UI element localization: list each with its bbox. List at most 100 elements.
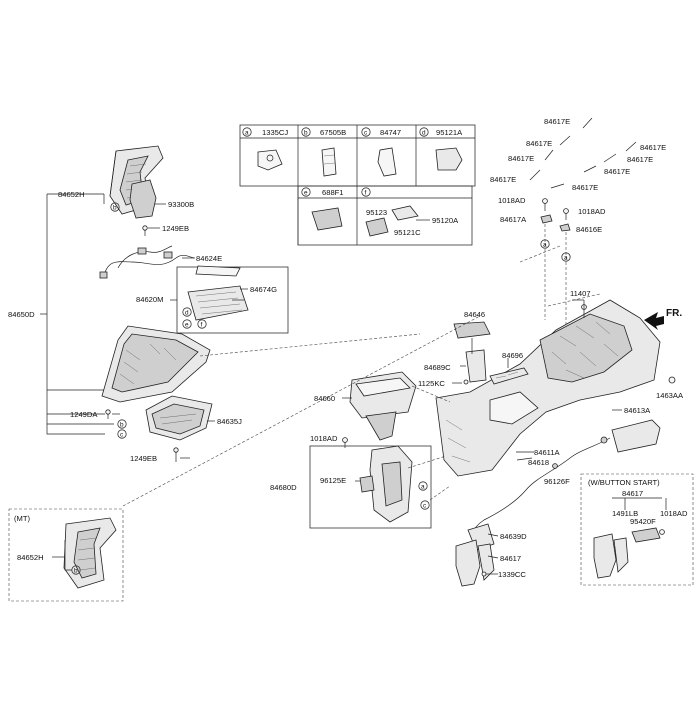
parts-table bbox=[239, 124, 476, 246]
svg-text:a: a bbox=[421, 484, 425, 491]
button-start-box bbox=[580, 473, 694, 586]
label-fr: FR. bbox=[666, 308, 682, 319]
svg-text:a: a bbox=[543, 242, 547, 249]
svg-text:e: e bbox=[185, 322, 189, 329]
label-93300B: 93300B bbox=[168, 200, 194, 209]
storage-tray-84635J bbox=[145, 395, 215, 441]
label-84620M: 84620M bbox=[136, 295, 163, 304]
label-1463AA: 1463AA bbox=[656, 391, 684, 400]
callout-a-table: a bbox=[242, 127, 252, 137]
callouts: a b c d e f b d e f b c b a a a c bbox=[71, 127, 571, 575]
label-1018AD-2: 1018AD bbox=[578, 207, 606, 216]
label-84696: 84696 bbox=[502, 351, 523, 360]
label-mt: (MT) bbox=[14, 514, 30, 523]
svg-text:a: a bbox=[245, 130, 249, 137]
svg-text:a: a bbox=[564, 255, 568, 262]
label-1018AD-4: 1018AD bbox=[660, 509, 688, 518]
label-84613A: 84613A bbox=[624, 406, 651, 415]
label-688F1: 688F1 bbox=[322, 188, 344, 197]
callout-a-left-stack: a bbox=[540, 239, 550, 249]
label-1125KC: 1125KC bbox=[418, 379, 445, 388]
label-1018AD-3: 1018AD bbox=[310, 434, 338, 443]
label-84617E-2: 84617E bbox=[526, 139, 552, 148]
mt-variant-box bbox=[8, 508, 124, 602]
label-84635J: 84635J bbox=[217, 417, 242, 426]
label-84660: 84660 bbox=[314, 394, 335, 403]
label-84646: 84646 bbox=[464, 310, 485, 319]
callout-a-84680D: a bbox=[418, 481, 428, 491]
wiring-harness-84624E bbox=[99, 245, 196, 279]
label-96125E: 96125E bbox=[320, 476, 346, 485]
svg-text:d: d bbox=[185, 310, 189, 317]
label-95420F: 95420F bbox=[630, 517, 656, 526]
label-84639D: 84639D bbox=[500, 532, 527, 541]
svg-text:b: b bbox=[120, 422, 124, 429]
screw-1249EB-top bbox=[142, 225, 160, 236]
callout-f-table: f bbox=[361, 187, 371, 197]
label-67505B: 67505B bbox=[320, 128, 346, 137]
label-1335CJ: 1335CJ bbox=[262, 128, 288, 137]
label-1249DA: 1249DA bbox=[70, 410, 98, 419]
label-1491LB: 1491LB bbox=[612, 509, 638, 518]
callout-c-84680D: c bbox=[420, 500, 430, 510]
svg-text:f: f bbox=[201, 322, 203, 329]
leader-lines bbox=[112, 299, 622, 575]
label-84616E: 84616E bbox=[576, 225, 602, 234]
svg-text:f: f bbox=[365, 190, 367, 197]
console-upper-panel bbox=[101, 325, 211, 403]
callout-d-table: d bbox=[419, 127, 429, 137]
label-84617E-3: 84617E bbox=[640, 143, 666, 152]
label-84624E: 84624E bbox=[196, 254, 222, 263]
label-1339CC: 1339CC bbox=[498, 570, 526, 579]
label-84650D: 84650D bbox=[8, 310, 35, 319]
callout-b-mt: b bbox=[71, 565, 81, 575]
clips-84617E bbox=[529, 117, 637, 189]
callout-d-84620M: d bbox=[182, 307, 192, 317]
callout-a-right-stack: a bbox=[561, 252, 571, 262]
callout-e-table: e bbox=[301, 187, 311, 197]
pad-84613A bbox=[611, 419, 661, 453]
svg-text:d: d bbox=[422, 130, 426, 137]
callout-b-bezel: b bbox=[110, 202, 120, 212]
label-w-button-start: (W/BUTTON START) bbox=[588, 478, 660, 487]
svg-text:c: c bbox=[120, 432, 124, 439]
label-96126F: 96126F bbox=[544, 477, 570, 486]
callout-c-lower: c bbox=[117, 429, 127, 439]
fr-arrow bbox=[644, 312, 664, 330]
callout-f-84620M: f bbox=[197, 319, 207, 329]
pad-84646 bbox=[453, 321, 491, 339]
label-84617A: 84617A bbox=[500, 215, 527, 224]
callout-b-lower: b bbox=[117, 419, 127, 429]
label-84617-wbs: 84617 bbox=[622, 489, 643, 498]
label-1018AD-1: 1018AD bbox=[498, 196, 526, 205]
armrest-84660 bbox=[342, 371, 417, 441]
console-body-84611A bbox=[435, 299, 661, 477]
bracket-84617-lower bbox=[455, 539, 495, 587]
svg-text:e: e bbox=[304, 190, 308, 197]
svg-text:b: b bbox=[113, 205, 117, 212]
bolts-1018AD-upper bbox=[540, 198, 571, 330]
switch-93300B bbox=[129, 179, 166, 219]
label-84611A: 84611A bbox=[534, 448, 561, 457]
assembly-bracket-84650D bbox=[40, 193, 114, 435]
label-95120A: 95120A bbox=[432, 216, 459, 225]
screw-1249EB-bottom bbox=[173, 447, 179, 462]
label-84674G: 84674G bbox=[250, 285, 277, 294]
box-84680D bbox=[309, 445, 432, 529]
bolt-11407 bbox=[581, 300, 587, 318]
trim-84696 bbox=[489, 367, 529, 385]
callout-e-84620M: e bbox=[182, 319, 192, 329]
svg-text:b: b bbox=[74, 568, 78, 575]
svg-text:b: b bbox=[304, 130, 308, 137]
box-84620M bbox=[170, 265, 289, 334]
bracket-84689C bbox=[463, 349, 487, 385]
label-95121A: 95121A bbox=[436, 128, 463, 137]
label-84680D: 84680D bbox=[270, 483, 297, 492]
label-84617E-7: 84617E bbox=[490, 175, 516, 184]
label-84617E-6: 84617E bbox=[604, 167, 630, 176]
label-1249EB-top: 1249EB bbox=[162, 224, 189, 233]
callout-b-table: b bbox=[301, 127, 311, 137]
label-84689C: 84689C bbox=[424, 363, 451, 372]
